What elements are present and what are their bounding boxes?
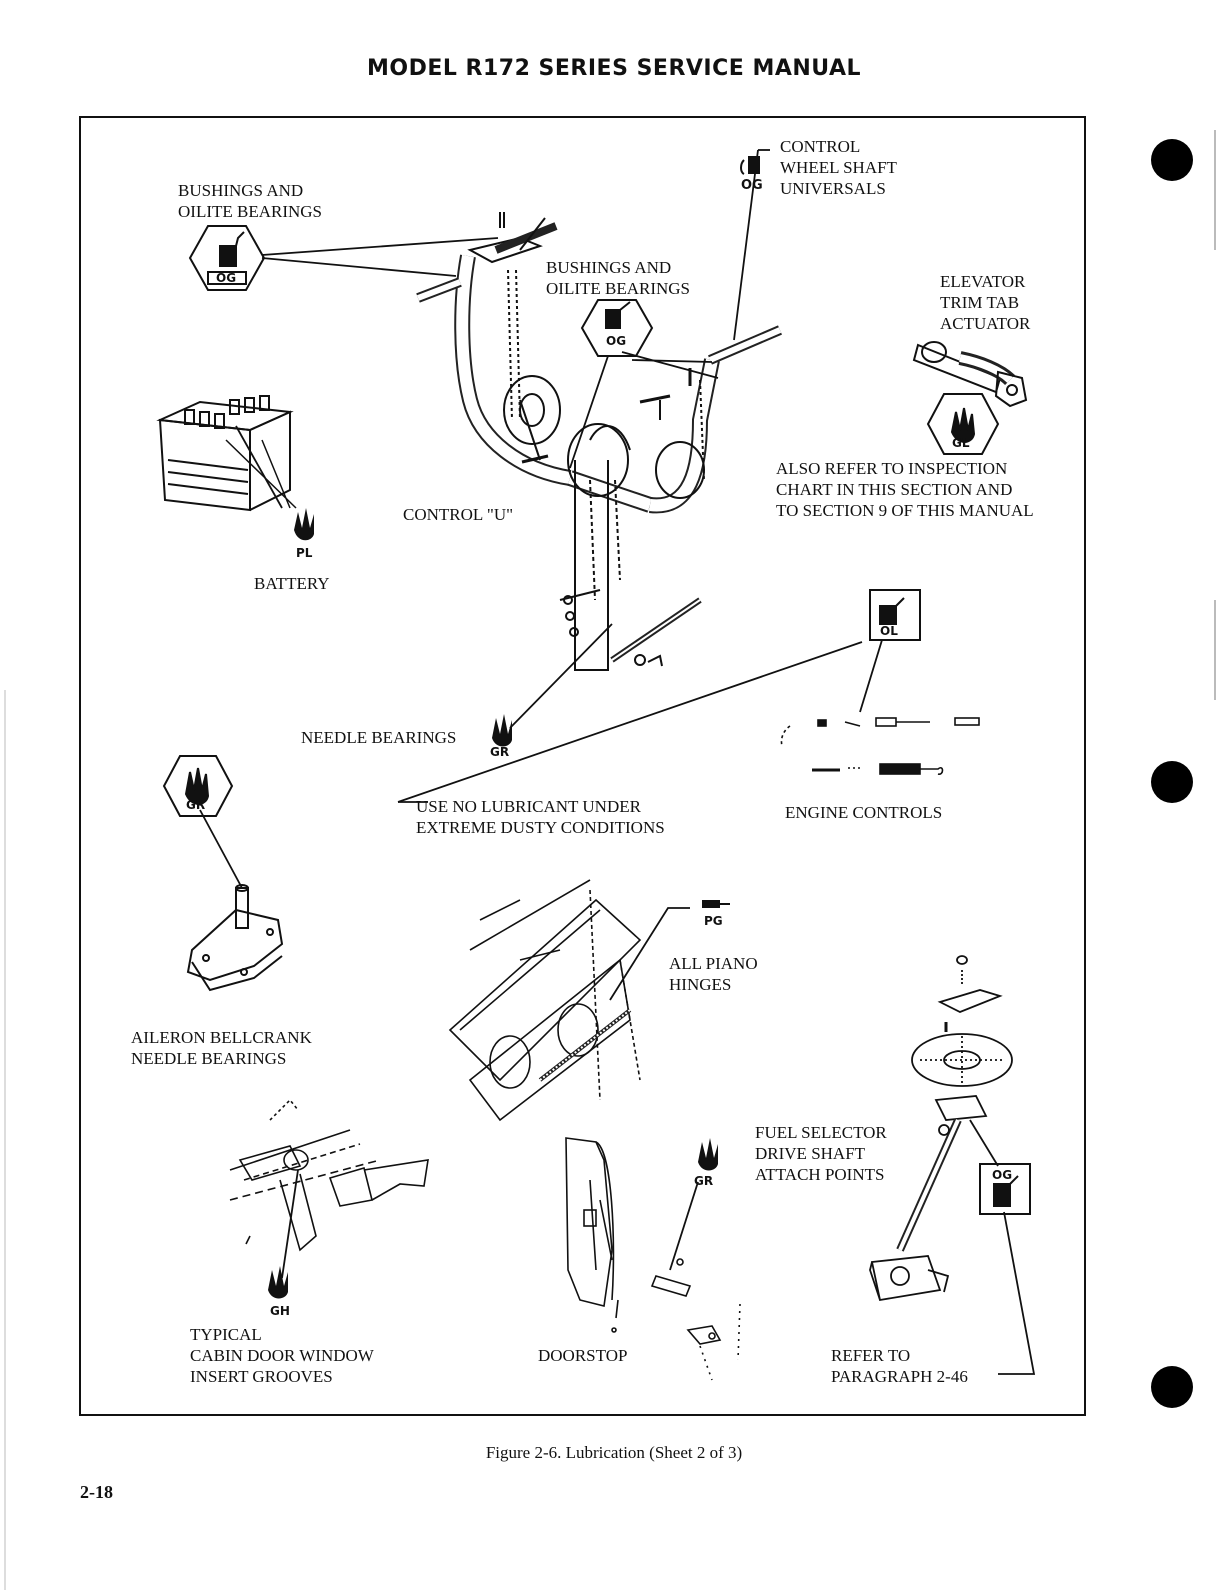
label-control-u: CONTROL "U" (403, 505, 514, 524)
punch-hole-top (1151, 139, 1193, 181)
lube-code-og-control-u: OG (606, 334, 627, 348)
punch-hole-bottom (1151, 1366, 1193, 1408)
label-refer-paragraph: REFER TO PARAGRAPH 2-46 (831, 1346, 968, 1386)
grease-hand-icon-door (268, 1266, 288, 1299)
lube-code-gl-trim: GL (952, 436, 970, 450)
fuel-selector-drawing (869, 955, 1013, 1302)
lube-code-pg-hinges: PG (704, 914, 723, 928)
lube-code-og-bushings: OG (216, 271, 237, 285)
label-control-wheel-shaft: CONTROL WHEEL SHAFT UNIVERSALS (780, 137, 897, 198)
piano-hinges-drawing (448, 879, 642, 1122)
scan-edge-mark (4, 690, 6, 1590)
label-needle-bearings: NEEDLE BEARINGS (301, 728, 457, 747)
engine-controls-drawing (780, 717, 980, 775)
lube-symbol-og-bushings (188, 225, 266, 291)
trim-actuator-drawing (912, 341, 1028, 408)
lube-code-ol-engine: OL (880, 624, 898, 638)
lube-code-gr-doorstop: GR (694, 1174, 714, 1188)
label-elevator-trim: ELEVATOR TRIM TAB ACTUATOR (940, 272, 1031, 333)
leader-lines (199, 149, 1036, 1375)
lube-code-og-wheel-shaft: OG (741, 178, 763, 193)
oil-can-icon-wheel-shaft (740, 156, 760, 175)
label-also-refer: ALSO REFER TO INSPECTION CHART IN THIS S… (776, 459, 1034, 520)
lube-symbol-gl-trim (926, 393, 1000, 455)
lube-code-gr-aileron: GR (186, 798, 206, 812)
figure-frame (79, 116, 1086, 1416)
label-battery: BATTERY (254, 574, 330, 593)
grease-hand-icon-needle (492, 714, 512, 747)
label-bushings-oilite-1: BUSHINGS AND OILITE BEARINGS (178, 181, 323, 221)
cabin-door-drawing (229, 1098, 429, 1252)
lube-code-og-fuel: OG (992, 1168, 1013, 1182)
doorstop-drawing (565, 1137, 741, 1381)
lube-code-pl-battery: PL (296, 546, 313, 560)
label-cabin-door-window: TYPICAL CABIN DOOR WINDOW INSERT GROOVES (190, 1325, 374, 1386)
label-fuel-selector: FUEL SELECTOR DRIVE SHAFT ATTACH POINTS (755, 1123, 887, 1184)
grease-hand-icon-doorstop (698, 1138, 718, 1171)
lube-code-gh-door: GH (270, 1304, 290, 1318)
page-number: 2-18 (80, 1482, 113, 1502)
label-bushings-oilite-2: BUSHINGS AND OILITE BEARINGS (546, 258, 691, 298)
label-aileron-bellcrank: AILERON BELLCRANK NEEDLE BEARINGS (131, 1028, 312, 1068)
aileron-bellcrank-drawing (186, 884, 284, 992)
battery-drawing (156, 395, 297, 512)
label-doorstop: DOORSTOP (538, 1346, 628, 1365)
lube-code-gr-needle: GR (490, 745, 510, 759)
scan-edge-mark (1214, 130, 1216, 250)
page-header-title: MODEL R172 SERIES SERVICE MANUAL (366, 56, 862, 81)
lube-symbol-og-control-u (580, 299, 654, 357)
punch-hole-middle (1151, 761, 1193, 803)
lube-symbol-gr-aileron (162, 755, 234, 817)
lube-symbol-og-fuel (979, 1163, 1031, 1215)
scan-edge-mark (1214, 600, 1216, 700)
label-no-lubricant: USE NO LUBRICANT UNDER EXTREME DUSTY CON… (416, 797, 665, 837)
figure-caption: Figure 2-6. Lubrication (Sheet 2 of 3) (485, 1443, 743, 1462)
label-engine-controls: ENGINE CONTROLS (785, 803, 943, 822)
grease-hand-icon-battery (294, 508, 314, 541)
label-piano-hinges: ALL PIANO HINGES (669, 954, 758, 994)
grease-gun-icon-hinges (702, 900, 730, 908)
lube-symbol-ol-engine (869, 589, 921, 641)
control-u-drawing (416, 212, 782, 671)
